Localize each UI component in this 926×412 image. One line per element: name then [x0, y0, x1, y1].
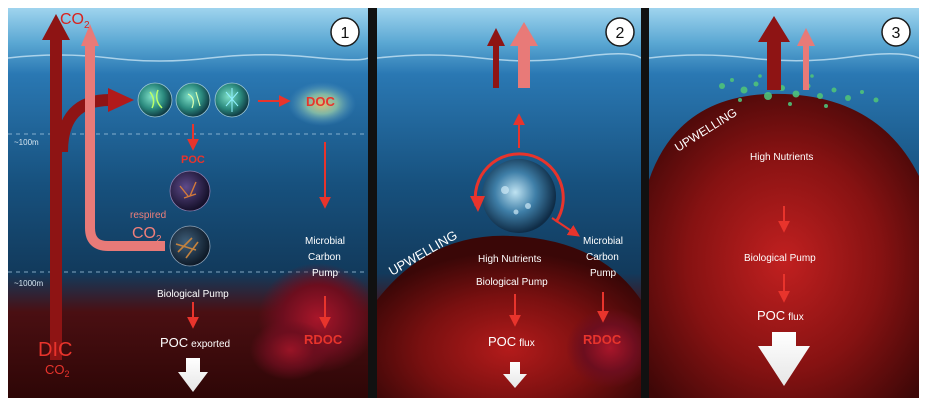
phytoplankton-icon [137, 82, 173, 118]
panel-3-bio-pump-label: Biological Pump [744, 253, 816, 264]
panel-2-number: 2 [616, 25, 625, 42]
panel-2: 2 UPWELLING High Nutrients Biological Pu… [377, 8, 641, 398]
particle-detail [179, 181, 197, 199]
plankton-detail-2 [187, 91, 201, 109]
phytoplankton-bloom [719, 74, 879, 108]
panel-2-number-badge [605, 17, 635, 47]
panel-1-number: 1 [341, 25, 350, 42]
panel-2-pink-up-arrow-head [510, 22, 538, 46]
mcp-label-line3: Pump [312, 268, 339, 279]
mcp-label-line1: Microbial [305, 236, 345, 247]
particle-sphere-icon [169, 170, 211, 212]
rdoc-cloud-secondary [250, 320, 330, 380]
depth-100m-label: ~100m [14, 138, 39, 147]
microbe-cell [501, 186, 509, 194]
plankton-detail-3 [225, 88, 239, 112]
panel-2-high-nutrients-label: High Nutrients [478, 254, 541, 265]
doc-label: DOC [306, 94, 336, 109]
panel-3-number: 3 [892, 25, 901, 42]
respired-co2-arrow [85, 44, 165, 251]
panel-3-flux-down-arrow [758, 332, 810, 386]
panel-3-high-nutrients-label: High Nutrients [750, 152, 813, 163]
panel-2-pink-up-arrow-shaft [518, 44, 530, 88]
dic-to-plankton-head [108, 88, 134, 112]
panel-3-pink-up-arrow-head [797, 28, 815, 46]
bio-pump-label: Biological Pump [157, 289, 229, 300]
dic-co2-label: CO2 [45, 362, 70, 379]
panel-2-dark-up-arrow-head [487, 28, 505, 46]
panel-1-surface-line [8, 53, 368, 62]
panel-divider-2 [641, 8, 649, 398]
poc-label: POC [181, 154, 205, 166]
microbial-loop-ring [473, 152, 565, 223]
dic-label: DIC [38, 339, 72, 361]
panel-3-number-badge [881, 17, 911, 47]
depth-1000m-label: ~1000m [14, 279, 43, 288]
respired-co2-label: CO2 [132, 225, 162, 245]
panel-2-mcp-label-line1: Microbial [583, 236, 623, 247]
microbial-loop-icon [482, 159, 556, 233]
microbe-cell-3 [513, 209, 519, 215]
panel-2-dark-up-arrow-shaft [493, 44, 499, 88]
microbial-loop-ring-head [470, 196, 485, 212]
dic-up-arrow-head [42, 14, 70, 40]
respired-label: respired [130, 210, 166, 221]
panel-2-bio-pump-label: Biological Pump [476, 277, 548, 288]
panel-3-surface-line [649, 52, 919, 62]
aggregate-sphere-icon [169, 225, 211, 267]
dic-to-plankton-curve [56, 94, 111, 153]
panel-2-loop-to-mcp-arrow [551, 217, 580, 237]
panel-1: 1 CO2 DOC ~100m POC respired CO2 Microbi… [8, 8, 368, 398]
panel-3-dark-up-arrow-shaft [767, 40, 781, 90]
co2-top-label: CO2 [60, 11, 90, 31]
panel-divider-1 [368, 8, 377, 398]
aggregate-detail [175, 237, 199, 259]
panel-1-number-badge [330, 17, 360, 47]
panel-3-dark-up-arrow-head [758, 16, 790, 42]
rdoc-label: RDOC [304, 332, 343, 347]
dic-up-arrow-shaft [50, 38, 62, 360]
panel-3-pink-up-arrow-shaft [803, 44, 809, 90]
panel-2-mcp-label-line3: Pump [590, 268, 617, 279]
microbe-cell-2 [525, 203, 531, 209]
mcp-label-line2: Carbon [308, 252, 341, 263]
export-down-arrow [178, 358, 208, 392]
panel-2-rdoc-cloud [566, 308, 641, 388]
plankton-detail [149, 89, 163, 109]
panel-3-upwelling-dome [649, 93, 919, 398]
panel-2-mcp-label-line2: Carbon [586, 252, 619, 263]
doc-cloud [288, 82, 356, 126]
panel-2-rdoc-label: RDOC [583, 332, 622, 347]
panel-2-flux-down-arrow [503, 362, 527, 388]
panel-3: 3 UPWELLING High Nutrients Biological Pu… [649, 8, 919, 398]
panel-2-surface-line [377, 53, 641, 62]
respired-co2-arrow-head [81, 24, 99, 46]
